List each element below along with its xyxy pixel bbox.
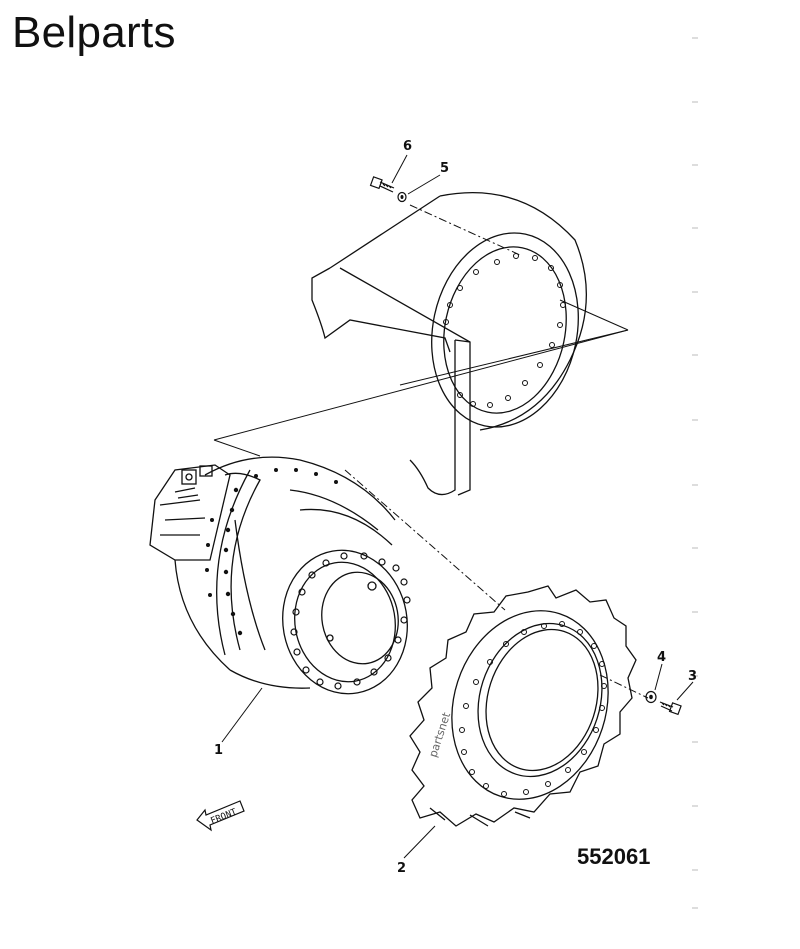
edge-tick-marks [692,37,698,909]
callout-leaders [221,154,694,859]
front-label: FRONT [209,807,238,827]
travel-motor-item-1 [149,456,411,695]
callout-5: 5 [440,161,449,176]
callout-1: 1 [214,743,223,758]
washer-item-5 [397,191,407,203]
bolt-item-6 [369,176,395,193]
brand-title: Belparts [12,8,176,57]
track-frame-housing [311,192,587,496]
callout-2: 2 [397,861,406,876]
assembly-guide-lines [213,204,649,699]
callout-6: 6 [403,139,412,154]
figure-code: 552061 [577,844,650,869]
callout-4: 4 [657,650,666,665]
watermark-text: partsnet [426,710,453,759]
bolt-item-3 [659,701,682,716]
washer-item-4 [645,690,657,704]
front-direction-arrow: FRONT [196,800,245,832]
sprocket-item-2 [409,585,637,827]
callout-3: 3 [688,669,697,684]
